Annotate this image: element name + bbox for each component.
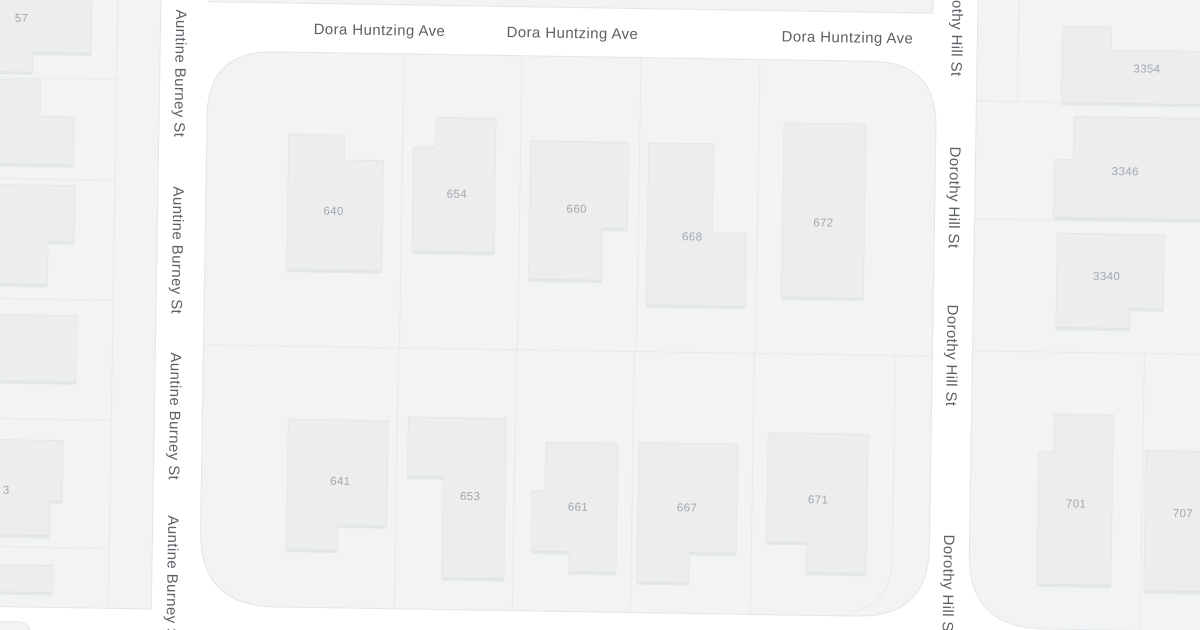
building-footprint-701 (1036, 413, 1114, 586)
parcel-line (0, 297, 114, 301)
street-name-label: Dora Huntzing Ave (506, 24, 638, 43)
street-name-label: Auntine Burney St (170, 9, 189, 137)
building-footprint-3346 (1053, 116, 1200, 221)
building-number-label: 653 (460, 491, 481, 503)
parcel-line (1139, 353, 1145, 630)
building-number-label: 3 (3, 485, 10, 497)
building-footprint (0, 563, 54, 593)
block-north (208, 0, 934, 14)
building-footprint (0, 183, 76, 285)
street-name-label: Dorothy Hill St (947, 0, 966, 77)
building-footprint-661 (530, 441, 619, 573)
street-name-label: Auntine Burney St (165, 352, 184, 480)
parcel-line (107, 0, 119, 609)
building-number-label: 668 (682, 231, 703, 243)
building-footprint-3 (0, 438, 64, 536)
building-number-label: 640 (323, 206, 344, 218)
parcel-line (0, 76, 117, 80)
building-number-label: 654 (447, 189, 468, 201)
building-number-label: 57 (15, 13, 29, 25)
building-footprint-640 (286, 133, 384, 271)
street-name-label: Dorothy Hill St (938, 534, 957, 630)
building-footprint-641 (285, 418, 389, 551)
building-footprint-660 (528, 140, 630, 281)
building-number-label: 672 (813, 217, 834, 229)
building-footprint-3340 (1055, 232, 1165, 329)
parcel-line (972, 350, 1200, 356)
building-footprint-3354 (1060, 25, 1200, 106)
building-footprint-57 (0, 0, 93, 73)
building-footprint-654 (411, 116, 497, 253)
block-southwest (0, 620, 32, 630)
building-footprint (0, 78, 75, 166)
parcel-line (1016, 0, 1020, 102)
building-number-label: 3354 (1133, 63, 1161, 75)
parcel-line (393, 347, 399, 608)
parcel-line (0, 417, 112, 421)
street-name-label: Dorothy Hill St (945, 146, 964, 249)
building-footprint-667 (636, 442, 739, 583)
parcel-line (629, 351, 635, 612)
building-number-label: 661 (568, 502, 589, 514)
parcel-line (203, 344, 933, 357)
building-footprint-668 (645, 142, 747, 307)
parcel-line (635, 58, 642, 352)
street-name-label: Auntine Burney St (167, 186, 186, 314)
building-number-label: 3340 (1093, 271, 1120, 283)
parcel-line (398, 54, 405, 348)
parcel-line (516, 56, 523, 350)
building-number-label: 707 (1173, 508, 1194, 520)
street-name-label: Dora Huntzing Ave (781, 28, 913, 47)
street-name-label: Dora Huntzing Ave (314, 21, 446, 40)
building-number-label: 660 (566, 203, 587, 215)
parcel-line (0, 177, 116, 181)
parcel-line (754, 60, 761, 354)
building-number-label: 641 (330, 476, 351, 488)
parcel-line (511, 349, 517, 610)
parcel-line (853, 355, 896, 613)
parcel-line (0, 545, 110, 549)
parcel-line (749, 353, 755, 614)
building-number-label: 701 (1066, 498, 1087, 510)
street-name-label: Dorothy Hill St (942, 304, 961, 407)
building-footprint-671 (766, 432, 869, 574)
street-name-label: Auntine Burney St (162, 515, 181, 630)
building-number-label: 667 (677, 502, 698, 514)
building-number-label: 671 (808, 494, 829, 506)
building-footprint-672 (780, 122, 867, 299)
building-footprint-653 (407, 416, 507, 579)
building-footprint-707 (1143, 450, 1200, 592)
building-number-label: 3346 (1112, 166, 1139, 178)
building-footprint (0, 313, 78, 383)
